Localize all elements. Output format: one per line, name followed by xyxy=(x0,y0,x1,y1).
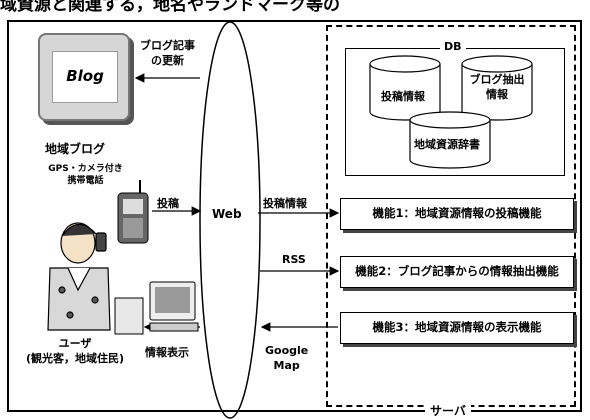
display-label: 情報表示 xyxy=(145,346,189,359)
user-label: ユーザ (観光客，地域住民) xyxy=(10,336,140,366)
db-blog-line2: 情報 xyxy=(486,88,508,101)
regional-blog-title: 地域ブログ xyxy=(45,142,106,156)
phone-icon xyxy=(117,180,149,244)
web-ellipse xyxy=(199,21,261,419)
google-map-label: Google Map xyxy=(265,343,308,373)
blog-update-line2: の更新 xyxy=(151,54,184,67)
blog-box-label: Blog xyxy=(52,51,118,103)
function-2-box: 機能2：ブログ記事からの情報抽出機能 xyxy=(340,256,574,288)
function-1-box: 機能1：地域資源情報の投稿機能 xyxy=(340,198,574,230)
caption-text: 域資源と関連する，地名やランドマーク等の xyxy=(0,0,340,15)
phone-label-line1: GPS・カメラ付き xyxy=(48,164,123,174)
db-post-label: 投稿情報 xyxy=(381,90,425,103)
blog-box: Blog xyxy=(38,33,130,121)
diagram-frame xyxy=(7,20,582,412)
server-label: サーバ xyxy=(425,402,471,419)
user-label-line1: ユーザ xyxy=(58,337,92,350)
post-label: 投稿 xyxy=(157,197,179,210)
google-map-line2: Map xyxy=(273,359,300,372)
post-info-label: 投稿情報 xyxy=(263,197,307,210)
blog-update-label: ブログ記事 の更新 xyxy=(140,38,195,68)
phone-label: GPS・カメラ付き 携帯電話 xyxy=(38,163,133,187)
db-title: DB xyxy=(440,40,466,53)
db-dict-label: 地域資源辞書 xyxy=(414,138,480,151)
blog-update-line1: ブログ記事 xyxy=(140,39,195,52)
user-label-line2: (観光客，地域住民) xyxy=(25,352,125,365)
phone-label-line2: 携帯電話 xyxy=(67,176,104,186)
db-blog-line1: ブログ抽出 xyxy=(469,73,525,86)
db-cylinder-post xyxy=(369,55,441,121)
db-cylinder-blog xyxy=(461,55,533,121)
db-cylinder-dict xyxy=(409,111,491,169)
db-blog-label: ブログ抽出 情報 xyxy=(466,72,528,102)
person-icon xyxy=(47,222,111,331)
google-map-line1: Google xyxy=(265,344,309,357)
function-3-box: 機能3：地域資源情報の表示機能 xyxy=(340,312,574,344)
rss-label: RSS xyxy=(282,253,306,266)
web-label: Web xyxy=(212,207,242,221)
computer-icon xyxy=(114,281,199,335)
